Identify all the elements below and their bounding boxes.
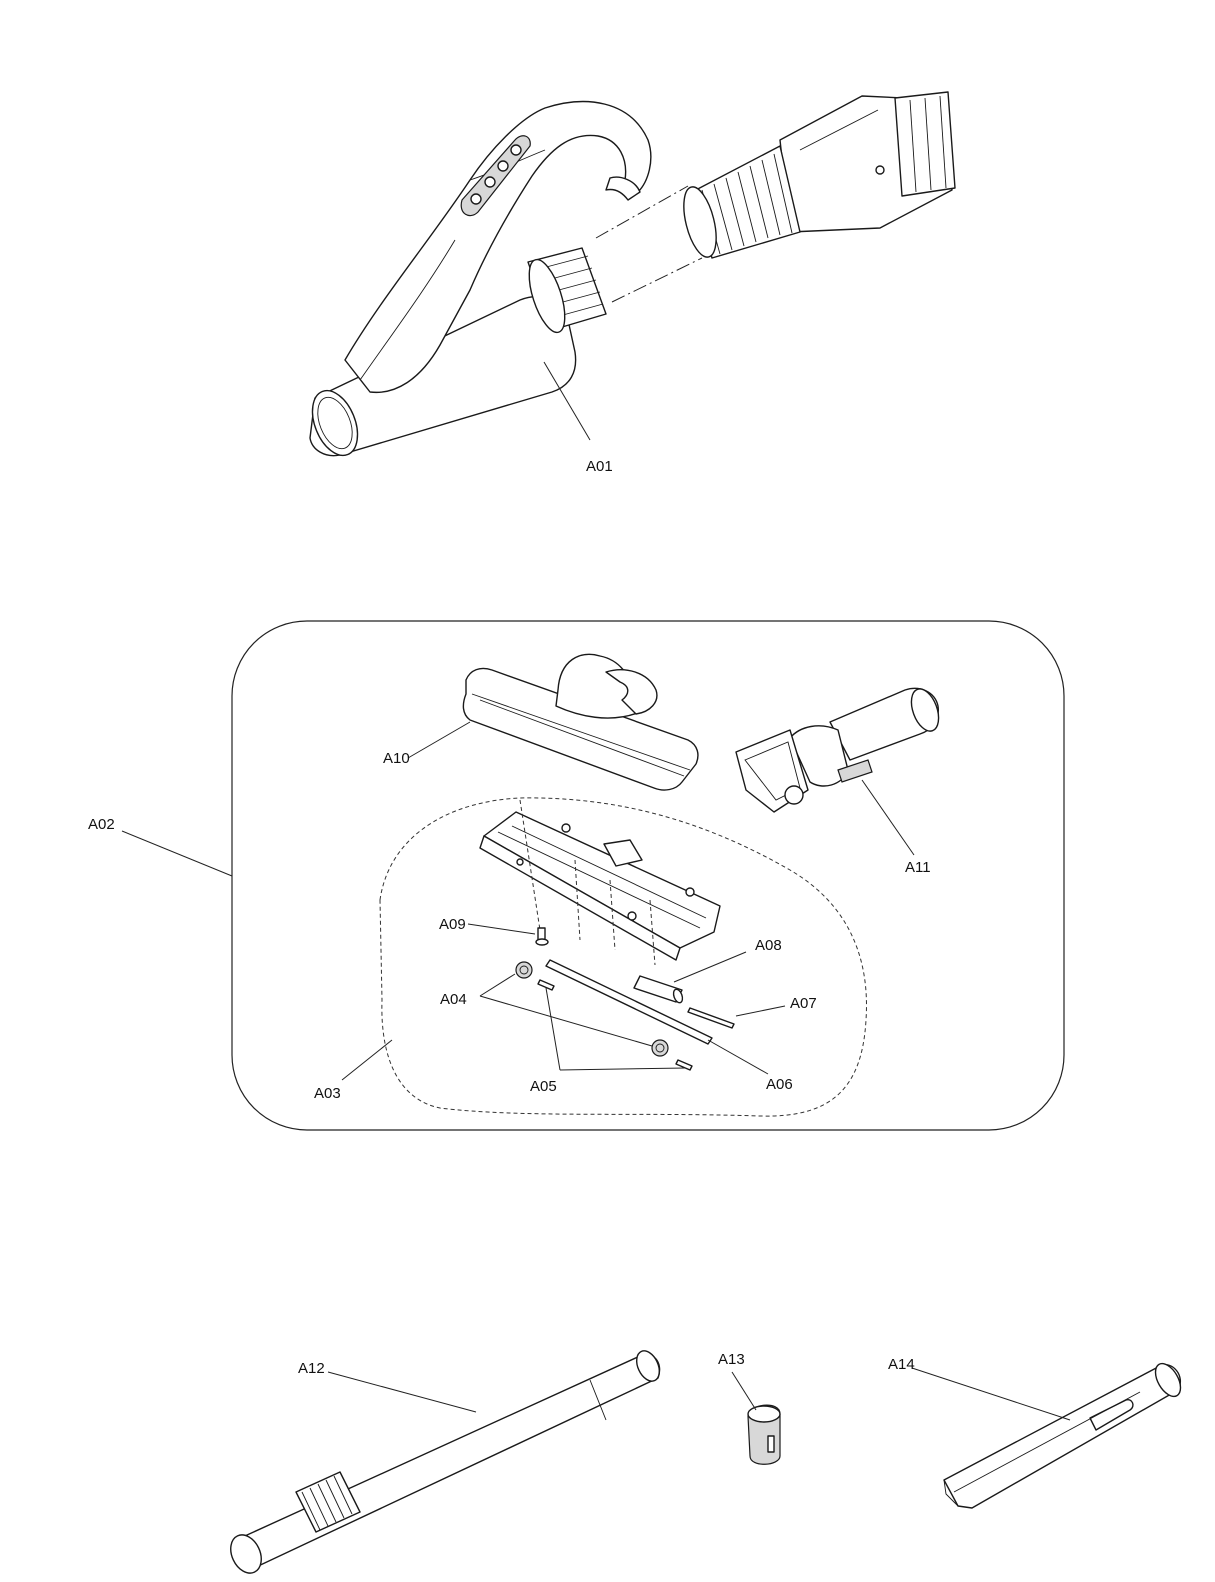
long-rod [545, 959, 713, 1045]
wheel [515, 961, 533, 979]
short-pin [687, 1007, 735, 1029]
a14-leader [911, 1367, 1071, 1421]
a08-label: A08 [755, 937, 782, 954]
a01-label: A01 [586, 458, 613, 475]
swivel-nozzle [735, 687, 940, 813]
a04-leader-2 [479, 995, 653, 1047]
floor-brush-cover [462, 653, 699, 791]
adjustment-sleeve [747, 1404, 781, 1465]
hose-handle-assembly [309, 100, 652, 457]
a11-label: A11 [905, 859, 931, 876]
a13-leader [731, 1371, 757, 1411]
wheel-axle-pin [675, 1059, 693, 1071]
a04-leader-1 [479, 973, 516, 997]
a08-leader [673, 951, 747, 983]
explode-line-bottom [611, 257, 703, 303]
a12-label: A12 [298, 1360, 325, 1377]
a02-label: A02 [88, 816, 115, 833]
a07-label: A07 [790, 995, 817, 1012]
a13-label: A13 [718, 1351, 745, 1368]
roller-sleeve [633, 975, 684, 1004]
brush-base [479, 799, 721, 966]
a05-label: A05 [530, 1078, 557, 1095]
a10-label: A10 [383, 750, 410, 767]
crevice-tool [943, 1362, 1182, 1509]
a07-leader [735, 1005, 786, 1017]
a11-leader [861, 779, 915, 856]
a03-label: A03 [314, 1085, 341, 1102]
extension-tube [230, 1350, 661, 1574]
a04-label: A04 [440, 991, 467, 1008]
brush-base-boundary [379, 797, 867, 1117]
a09-label: A09 [439, 916, 466, 933]
a01-leader [543, 361, 591, 441]
a06-leader [707, 1039, 769, 1075]
screw [535, 927, 549, 946]
a14-label: A14 [888, 1356, 915, 1373]
a03-leader [341, 1039, 393, 1081]
wheel [651, 1039, 669, 1057]
a09-leader [467, 923, 536, 935]
a12-leader [327, 1371, 477, 1413]
a05-leader-2 [559, 1067, 687, 1071]
explode-line-top [595, 185, 689, 239]
a06-label: A06 [766, 1076, 793, 1093]
a10-leader [407, 721, 471, 759]
hose-connector [683, 91, 956, 259]
wheel-axle-pin [537, 979, 555, 991]
a05-leader-1 [545, 987, 561, 1071]
a02-leader [121, 830, 233, 877]
